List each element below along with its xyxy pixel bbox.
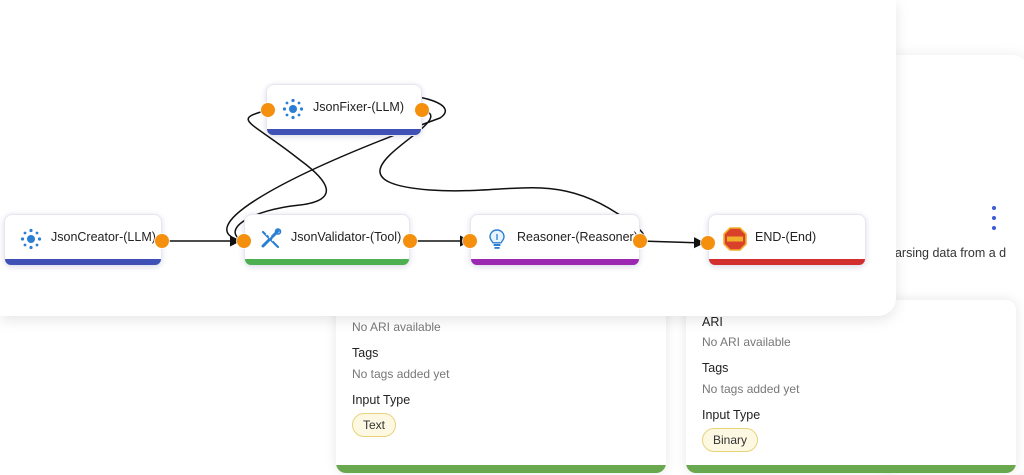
tags-label: Tags bbox=[702, 361, 729, 375]
tags-value: No tags added yet bbox=[702, 382, 800, 396]
tags-value: No tags added yet bbox=[352, 367, 450, 381]
edge-fixer-reasoner bbox=[379, 109, 645, 242]
agent-card-binary[interactable]: ARI No ARI available Tags No tags added … bbox=[686, 300, 1016, 473]
ari-value: No ARI available bbox=[352, 320, 441, 334]
input-type-label: Input Type bbox=[352, 393, 411, 407]
node-label: JsonCreator-(LLM) bbox=[51, 230, 156, 244]
input-handle-end[interactable] bbox=[701, 236, 715, 250]
node-type-bar bbox=[5, 259, 161, 265]
more-options-icon[interactable] bbox=[988, 206, 1000, 230]
input-handle-reasoner[interactable] bbox=[463, 234, 477, 248]
agent-description: parsing data from a d bbox=[888, 246, 1007, 260]
flow-canvas[interactable]: JsonFixer-(LLM) JsonCreator-(LLM) bbox=[0, 0, 896, 316]
edge-reasoner-end bbox=[639, 237, 706, 249]
card-accent-bar bbox=[336, 465, 666, 473]
output-handle-reasoner[interactable] bbox=[633, 234, 647, 248]
lightbulb-icon bbox=[485, 227, 509, 251]
node-end[interactable]: END-(End) bbox=[708, 214, 866, 266]
node-json-validator[interactable]: JsonValidator-(Tool) bbox=[244, 214, 410, 266]
node-type-bar bbox=[471, 259, 639, 265]
node-type-bar bbox=[267, 129, 421, 135]
node-label: Reasoner-(Reasoner) bbox=[517, 230, 638, 244]
node-label: END-(End) bbox=[755, 230, 817, 244]
node-reasoner[interactable]: Reasoner-(Reasoner) bbox=[470, 214, 640, 266]
node-json-fixer[interactable]: JsonFixer-(LLM) bbox=[266, 84, 422, 136]
node-json-creator[interactable]: JsonCreator-(LLM) bbox=[4, 214, 162, 266]
node-type-bar bbox=[709, 259, 865, 265]
node-type-bar bbox=[245, 259, 409, 265]
tags-label: Tags bbox=[352, 346, 379, 360]
llm-hub-icon bbox=[19, 227, 43, 251]
agent-card-text[interactable]: No ARI available Tags No tags added yet … bbox=[336, 300, 666, 473]
output-handle-json-fixer-right[interactable] bbox=[415, 103, 429, 117]
end-stop-sign-icon bbox=[723, 227, 747, 251]
input-type-chip: Binary bbox=[702, 428, 759, 452]
card-accent-bar bbox=[686, 465, 1016, 473]
output-handle-json-validator[interactable] bbox=[403, 234, 417, 248]
llm-hub-icon bbox=[281, 97, 305, 121]
ari-label: ARI bbox=[702, 315, 723, 329]
input-type-label: Input Type bbox=[702, 408, 761, 422]
ari-value: No ARI available bbox=[702, 335, 791, 349]
tool-wrench-ruler-icon bbox=[259, 227, 283, 251]
flow-edges bbox=[162, 94, 706, 249]
output-handle-json-fixer-left[interactable] bbox=[261, 103, 275, 117]
output-handle-json-creator[interactable] bbox=[155, 234, 169, 248]
input-handle-json-validator[interactable] bbox=[237, 234, 251, 248]
node-label: JsonFixer-(LLM) bbox=[313, 100, 404, 114]
input-type-chip: Text bbox=[352, 413, 397, 437]
node-label: JsonValidator-(Tool) bbox=[291, 230, 402, 244]
